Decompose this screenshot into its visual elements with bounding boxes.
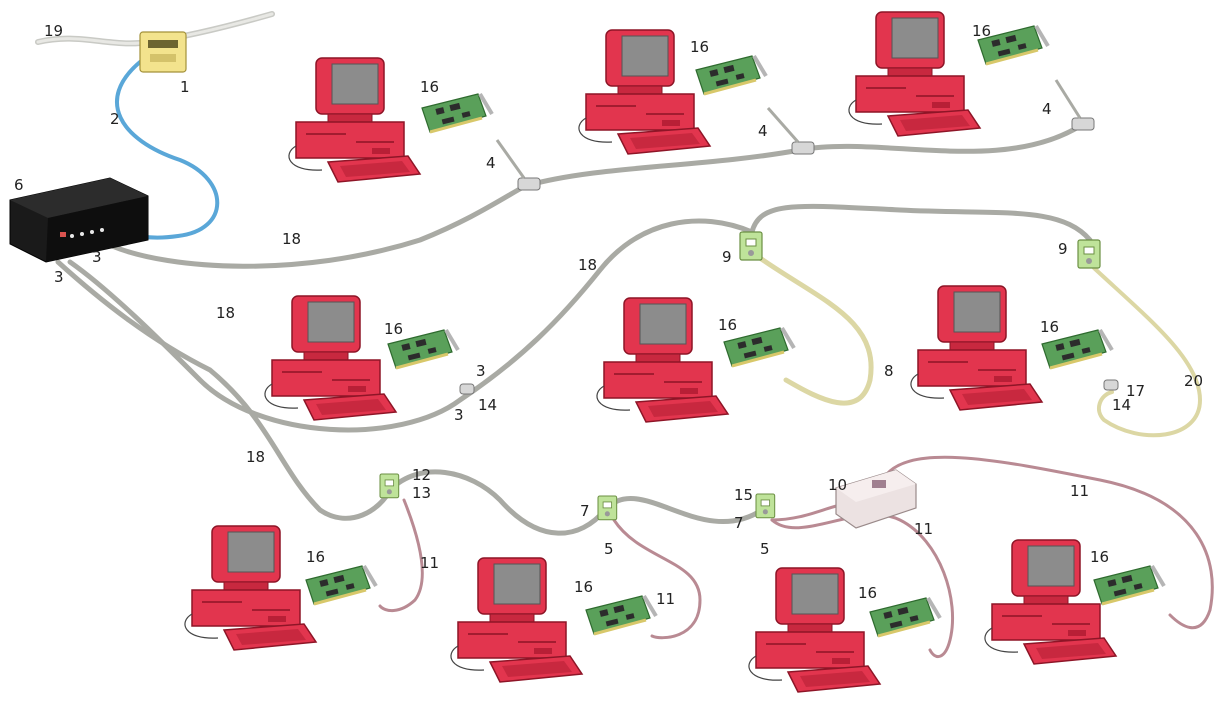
callout-5: 5 [760, 540, 770, 558]
callout-18: 18 [216, 304, 235, 322]
callout-7: 7 [734, 514, 744, 532]
coax-cable [387, 469, 608, 536]
callout-4: 4 [1042, 100, 1052, 118]
twisted-pair-cable [770, 503, 842, 522]
callout-16: 16 [972, 22, 991, 40]
twisted-pair-cable [612, 518, 702, 640]
wall-junction-box [139, 31, 187, 73]
callout-18: 18 [246, 448, 265, 466]
network-card [420, 92, 494, 134]
t-connector [495, 79, 1095, 191]
twisted-pair-cable [378, 498, 424, 612]
callout-4: 4 [758, 122, 768, 140]
twisted-pair-cable [880, 455, 1214, 630]
callout-2: 2 [110, 110, 120, 128]
patch-cable [757, 255, 874, 406]
callout-16: 16 [384, 320, 403, 338]
network-card [1092, 564, 1166, 606]
twisted-pair-cable [770, 513, 955, 658]
callout-18: 18 [578, 256, 597, 274]
wall-plate [755, 493, 776, 519]
callout-16: 16 [718, 316, 737, 334]
callout-1: 1 [180, 78, 190, 96]
callout-6: 6 [14, 176, 24, 194]
callout-5: 5 [604, 540, 614, 558]
callout-10: 10 [828, 476, 847, 494]
callout-4: 4 [486, 154, 496, 172]
computer [183, 525, 317, 651]
network-card [304, 564, 378, 606]
coax-cable [602, 496, 765, 524]
patch-cable [1092, 266, 1203, 438]
callout-13: 13 [412, 484, 431, 502]
callout-9: 9 [1058, 240, 1068, 258]
callout-16: 16 [420, 78, 439, 96]
computer [595, 297, 729, 423]
wall-plate [379, 473, 400, 499]
callout-16: 16 [1090, 548, 1109, 566]
network-card [868, 596, 942, 638]
coax-cable [749, 203, 1093, 243]
distribution-box [835, 469, 917, 529]
callout-16: 16 [690, 38, 709, 56]
network-card [694, 54, 768, 96]
network-hub [9, 177, 149, 263]
wall-plate [1077, 239, 1101, 269]
computer [449, 557, 583, 683]
callout-14: 14 [478, 396, 497, 414]
callout-14: 14 [1112, 396, 1131, 414]
callout-7: 7 [580, 502, 590, 520]
callout-3: 3 [54, 268, 64, 286]
callout-11: 11 [420, 554, 439, 572]
wall-plate [739, 231, 763, 261]
callout-16: 16 [574, 578, 593, 596]
coax-cable [55, 259, 393, 521]
callout-11: 11 [656, 590, 675, 608]
callout-18: 18 [282, 230, 301, 248]
modem-cable [114, 60, 220, 240]
callout-3: 3 [476, 362, 486, 380]
callout-17: 17 [1126, 382, 1145, 400]
computer [909, 285, 1043, 411]
computer [287, 57, 421, 183]
callout-11: 11 [1070, 482, 1089, 500]
callout-19: 19 [44, 22, 63, 40]
callout-20: 20 [1184, 372, 1203, 390]
callout-16: 16 [858, 584, 877, 602]
callout-15: 15 [734, 486, 753, 504]
coax-cable [109, 123, 1083, 269]
computer [847, 11, 981, 137]
callout-3: 3 [92, 248, 102, 266]
wall-plate [597, 495, 618, 521]
callout-9: 9 [722, 248, 732, 266]
network-card [584, 594, 658, 636]
cables [35, 11, 1214, 658]
callout-3: 3 [454, 406, 464, 424]
computer [263, 295, 397, 421]
terminator [459, 379, 1119, 395]
callout-8: 8 [884, 362, 894, 380]
callout-11: 11 [914, 520, 933, 538]
callout-16: 16 [1040, 318, 1059, 336]
callout-12: 12 [412, 466, 431, 484]
callout-16: 16 [306, 548, 325, 566]
callout-labels: 19 1 2 6 3 3 18 18 18 18 16 16 16 16 16 … [14, 22, 1203, 608]
